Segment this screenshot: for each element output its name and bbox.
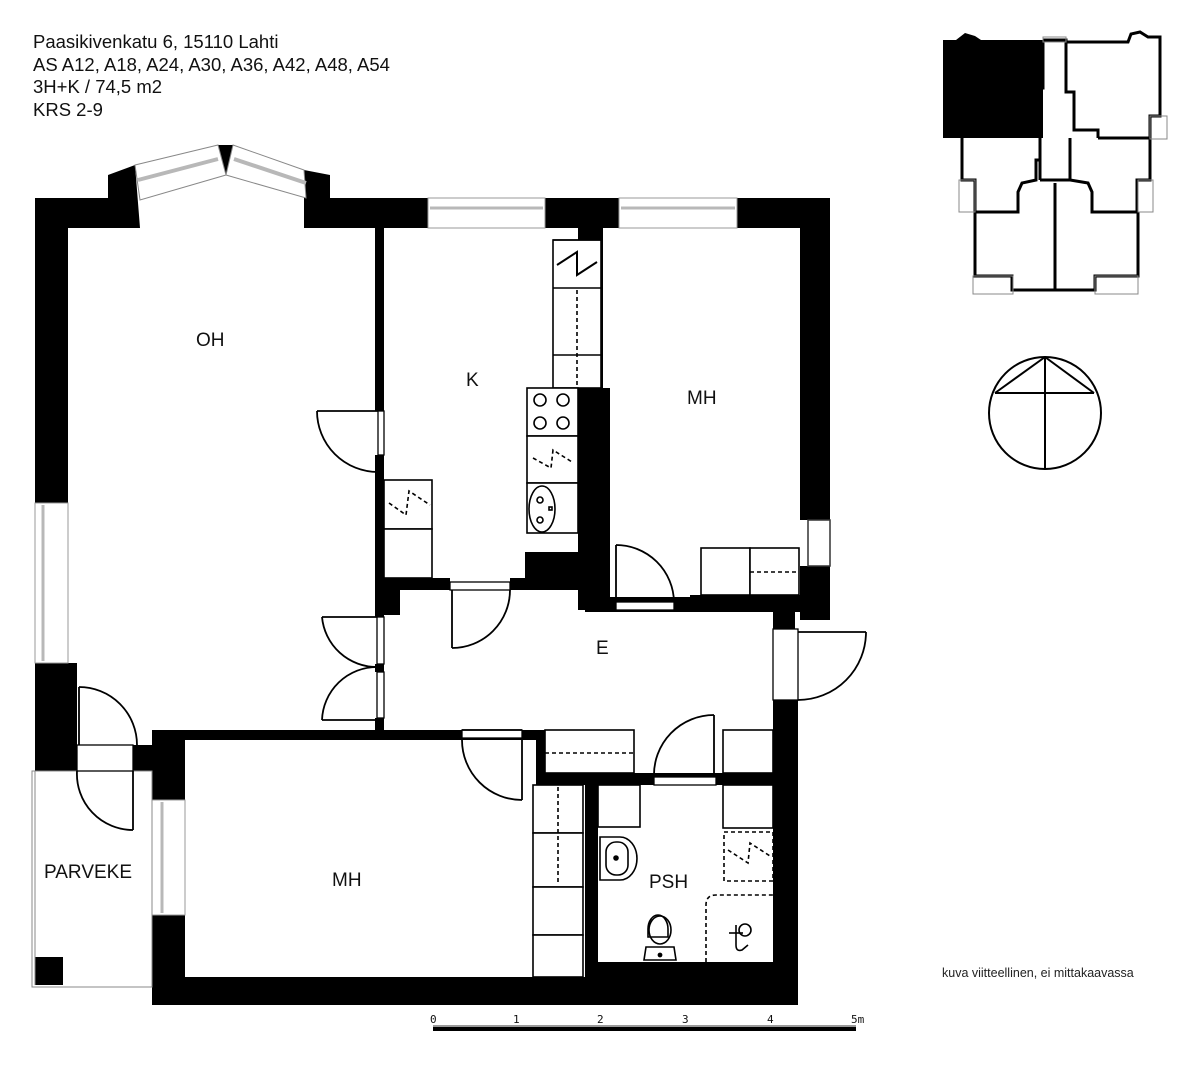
- apartment-numbers-text: AS A12, A18, A24, A30, A36, A42, A48, A5…: [33, 53, 390, 75]
- room-label-balcony: PARVEKE: [44, 862, 132, 883]
- closets-hall: [532, 729, 774, 978]
- room-label-bedroom-2: MH: [332, 870, 362, 891]
- scale-tick-5: 5m: [851, 1013, 865, 1026]
- room-label-bathroom: PSH: [649, 872, 688, 893]
- room-label-hallway: E: [596, 638, 609, 659]
- scale-tick-4: 4: [767, 1013, 774, 1026]
- address-text: Paasikivenkatu 6, 15110 Lahti: [33, 31, 279, 52]
- scale-tick-0: 0: [430, 1013, 437, 1026]
- floors-text: KRS 2-9: [33, 98, 103, 120]
- apartment-info: Paasikivenkatu 6, 15110 Lahti AS A12, A1…: [33, 31, 390, 121]
- room-label-bedroom-1: MH: [687, 388, 717, 409]
- disclaimer-text: kuva viitteellinen, ei mittakaavassa: [942, 966, 1134, 980]
- compass-icon: [988, 356, 1102, 470]
- scale-bar: 0 1 2 3 4 5m: [430, 1013, 865, 1031]
- kitchen-fixtures: [383, 239, 602, 579]
- scale-tick-2: 2: [597, 1013, 604, 1026]
- room-label-kitchen: K: [466, 370, 479, 391]
- key-plan: [943, 30, 1168, 295]
- scale-tick-1: 1: [513, 1013, 520, 1026]
- doors: [76, 410, 867, 831]
- bathroom-fixtures: [597, 784, 774, 962]
- type-area-text: 3H+K / 74,5 m2: [33, 76, 163, 97]
- windows: [31, 144, 831, 988]
- scale-tick-3: 3: [682, 1013, 689, 1026]
- closets-mh1: [700, 547, 800, 596]
- room-label-living-room: OH: [196, 330, 225, 351]
